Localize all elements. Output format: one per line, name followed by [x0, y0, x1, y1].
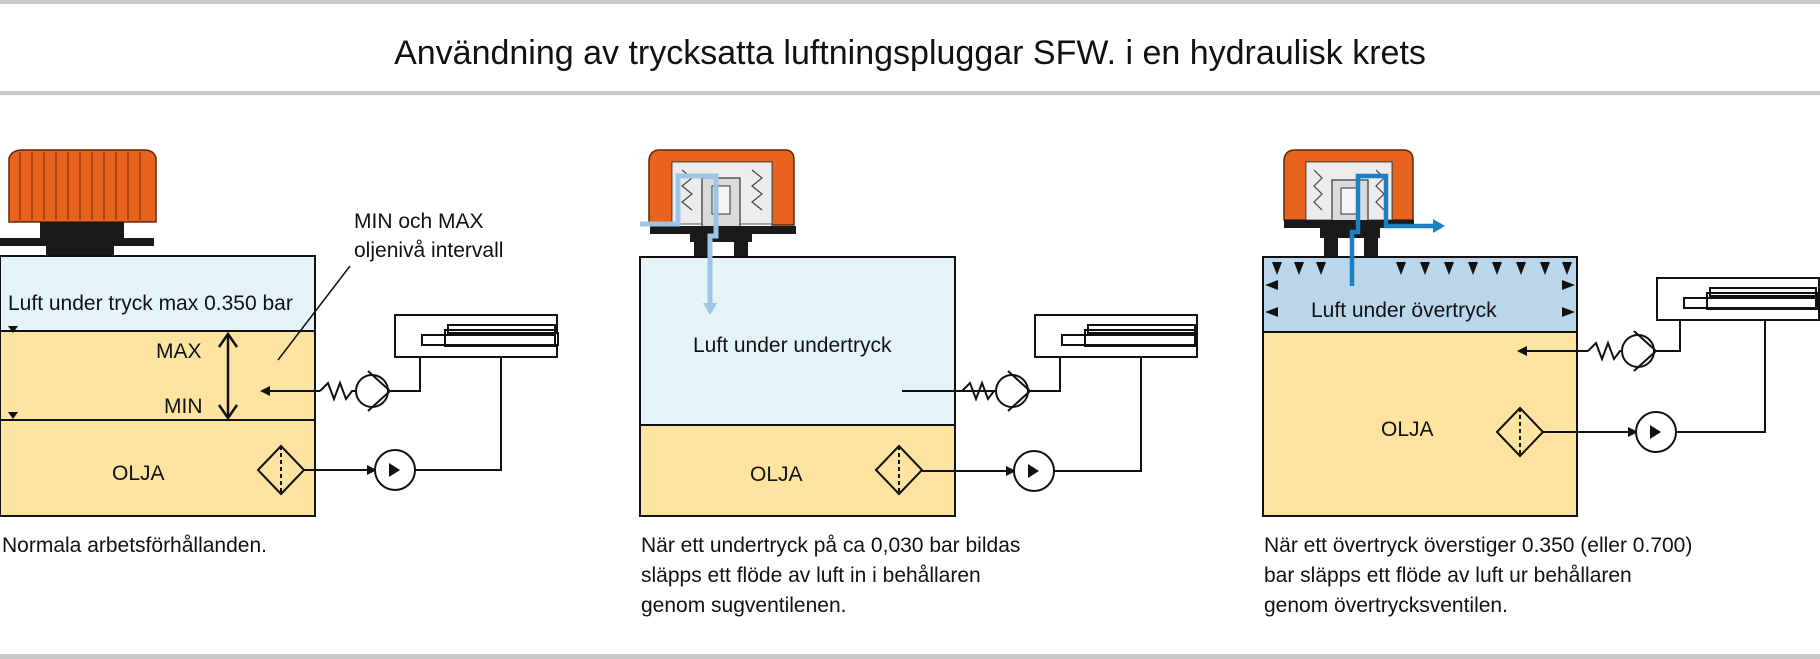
max-label: MAX [156, 340, 202, 363]
air-outflow-arrow [1349, 173, 1445, 286]
panel-vacuum: Luft under undertryck OLJA [639, 149, 1198, 517]
oil-label: OLJA [112, 462, 165, 485]
annotation-line1: MIN och MAX [354, 210, 484, 233]
oil-zone [639, 424, 956, 517]
min-level-marker [8, 412, 18, 419]
breather-cap [0, 149, 157, 280]
caption-overpressure-line2: bar släpps ett flöde av luft ur behållar… [1264, 564, 1632, 587]
return-line [902, 358, 1061, 412]
air-zone [639, 256, 956, 426]
hydraulic-cylinder [1034, 314, 1198, 370]
hydraulic-cylinder [1656, 277, 1820, 330]
air-label: Luft under tryck max 0.350 bar [8, 292, 293, 315]
min-label: MIN [164, 395, 203, 418]
air-zone-pressurized [1262, 256, 1578, 333]
level-range-arrow [217, 331, 239, 421]
oil-label: OLJA [750, 463, 803, 486]
return-line [1517, 322, 1681, 372]
pump-triangle [389, 463, 400, 477]
bottom-rule [0, 654, 1820, 659]
air-zone [0, 255, 316, 332]
caption-vacuum-line3: genom sugventilenen. [641, 594, 847, 617]
title-rule [0, 91, 1820, 95]
oil-label: OLJA [1381, 418, 1434, 441]
pressure-indicators [1265, 262, 1575, 317]
air-label: Luft under undertryck [693, 334, 892, 357]
page-title: Användning av trycksatta luftningsplugga… [394, 34, 1426, 72]
max-level-marker [8, 326, 18, 333]
panel-overpressure: Luft under övertryck OLJA [1262, 149, 1820, 517]
panel-normal: Luft under tryck max 0.350 bar MAX MIN O… [0, 149, 559, 517]
pump-line [304, 362, 502, 491]
top-rule [0, 0, 1820, 4]
pump-triangle [1028, 464, 1039, 478]
annotation-leader [277, 265, 351, 361]
caption-normal: Normala arbetsförhållanden. [2, 534, 267, 557]
hydraulic-cylinder [394, 314, 559, 370]
caption-overpressure-line3: genom övertrycksventilen. [1264, 594, 1508, 617]
caption-vacuum-line1: När ett undertryck på ca 0,030 bar bilda… [641, 534, 1021, 557]
pump-triangle [1650, 425, 1661, 439]
air-label: Luft under övertryck [1311, 299, 1497, 322]
air-inflow-arrow [640, 173, 719, 315]
breather-cap-cutaway [648, 149, 796, 282]
caption-overpressure-line1: När ett övertryck överstiger 0.350 (elle… [1264, 534, 1693, 557]
caption-vacuum-line2: släpps ett flöde av luft in i behållaren [641, 564, 981, 587]
annotation-line2: oljenivå intervall [354, 239, 503, 262]
